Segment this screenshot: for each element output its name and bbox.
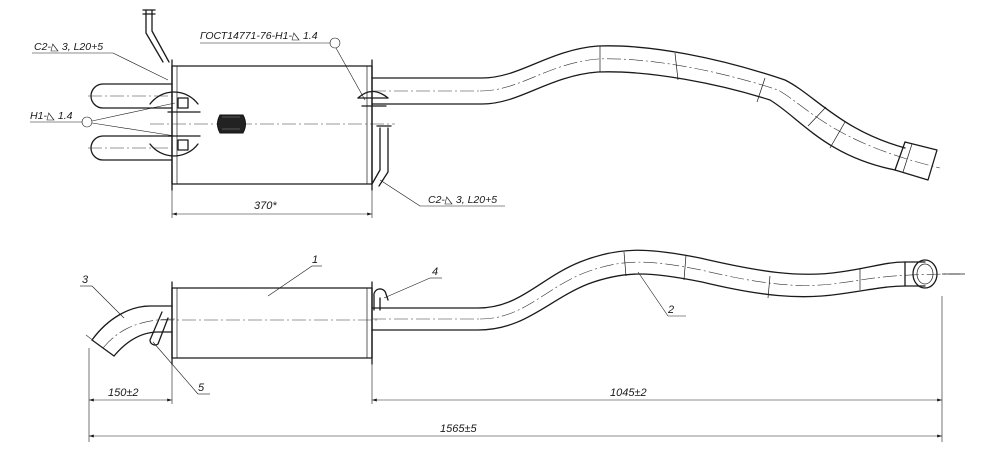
- callout-3-label: 3: [82, 274, 89, 286]
- callout-4-label: 4: [432, 266, 438, 278]
- tailpipe-side: [85, 305, 176, 357]
- exhaust-pipe-side: [371, 249, 961, 331]
- callout-1-label: 1: [312, 254, 318, 266]
- weld-label-left-mid: H1-◺ 1.4: [30, 110, 73, 122]
- weld-label-right: C2-◺ 3, L20+5: [428, 194, 497, 206]
- callout-2-label: 2: [667, 304, 674, 316]
- top-view: C2-◺ 3, L20+5 H1-◺ 1.4 ГОСТ14771-76-Н1-◺…: [30, 9, 941, 218]
- dim-tailpipe: 150±2: [89, 387, 172, 402]
- hanger-right-top: [371, 127, 389, 187]
- callout-2: 2: [637, 271, 686, 317]
- dim-tailpipe-label: 150±2: [108, 387, 139, 399]
- callout-3: 3: [80, 274, 125, 319]
- callout-5: 5: [152, 341, 210, 395]
- weld-label-top: ГОСТ14771-76-Н1-◺ 1.4: [200, 30, 318, 42]
- dim-pipe-label: 1045±2: [610, 387, 647, 399]
- hanger-4: [373, 288, 389, 311]
- tailpipes-top: [88, 83, 175, 161]
- dim-pipe: 1045±2: [372, 387, 942, 402]
- callout-4: 4: [383, 266, 442, 299]
- muffler-body-top: [171, 65, 373, 185]
- exhaust-pipe-top: [371, 45, 941, 171]
- muffler-body-side: [171, 287, 373, 359]
- dim-total: 1565±5: [89, 423, 942, 438]
- weld-callout-left-mid: H1-◺ 1.4: [30, 102, 176, 137]
- callout-5-label: 5: [198, 382, 205, 394]
- weld-label-left-upper: C2-◺ 3, L20+5: [34, 41, 103, 53]
- baffle-center: [217, 114, 246, 134]
- outlet-sleeve-top: [894, 141, 938, 181]
- side-view: 1 2 3 4 5 150±2: [80, 249, 965, 442]
- weld-callout-top: ГОСТ14771-76-Н1-◺ 1.4: [200, 30, 366, 101]
- callout-1: 1: [267, 254, 322, 297]
- baffle-detail: [149, 91, 201, 157]
- dim-muffler-length-label: 370*: [254, 200, 277, 212]
- weld-callout-right: C2-◺ 3, L20+5: [379, 179, 505, 207]
- outlet-end-side: [904, 259, 938, 289]
- hanger-5: [149, 311, 169, 346]
- dim-total-label: 1565±5: [440, 423, 478, 435]
- dim-muffler-length: 370*: [171, 190, 373, 218]
- hanger-left-top: [145, 9, 170, 63]
- weld-callout-left-upper: C2-◺ 3, L20+5: [32, 41, 169, 81]
